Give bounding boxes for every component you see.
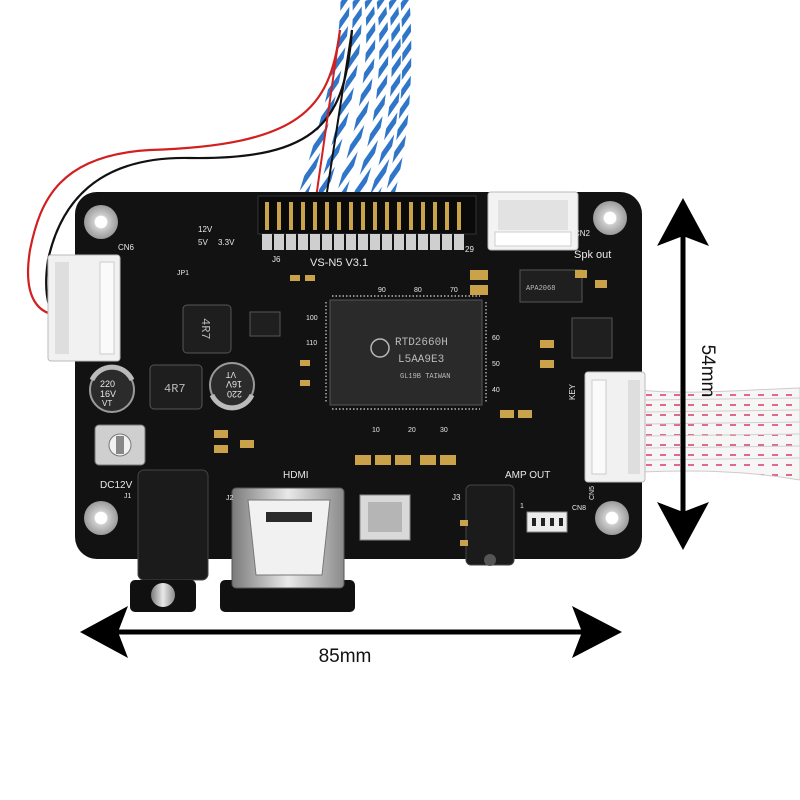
cn8-connector — [526, 511, 568, 533]
cap-right-uf: 220 — [227, 389, 242, 399]
potentiometer — [94, 424, 146, 466]
main-chip — [325, 295, 487, 410]
amp-chip-marking: APA2068 — [526, 285, 555, 293]
cap-right-v: 16V — [226, 379, 242, 389]
label-5v: 5V — [198, 238, 208, 247]
cap-right-t: VT — [226, 370, 236, 379]
mounting-holes — [84, 201, 629, 535]
tick-80: 80 — [414, 287, 422, 294]
label-cn2: CN2 — [574, 229, 591, 238]
capacitor-left — [89, 364, 135, 413]
width-dimension-arrow — [80, 606, 622, 658]
label-dc12v: DC12V — [100, 480, 133, 491]
label-j1: J1 — [124, 493, 132, 500]
tick-60: 60 — [492, 335, 500, 342]
label-cn6: CN6 — [118, 243, 135, 252]
chip-line-3: GL19B TAIWAN — [400, 373, 450, 381]
inductor-left — [149, 364, 203, 410]
cn6-connector — [47, 254, 121, 362]
tick-40: 40 — [492, 387, 500, 394]
tick-50: 50 — [492, 361, 500, 368]
hdmi-connector — [220, 487, 355, 612]
label-key: KEY — [568, 383, 577, 400]
label-amp-out: AMP OUT — [505, 470, 550, 481]
power-wires — [27, 29, 354, 324]
chip-line-1: RTD2660H — [395, 337, 448, 349]
smd-components — [214, 270, 607, 465]
tick-70: 70 — [450, 287, 458, 294]
tick-100: 100 — [306, 315, 318, 322]
label-pin1: 1 — [520, 503, 524, 510]
board-model: VS-N5 V3.1 — [310, 257, 368, 269]
silkscreen-labels: CN6 12V 5V 3.3V JP1 J6 VS-N5 V3.1 29 CN2… — [100, 225, 611, 512]
small-chip-1 — [249, 311, 281, 337]
cap-left-uf: 220 — [100, 379, 115, 389]
lvds-cable — [295, 0, 412, 218]
cap-left-t: VT — [102, 399, 112, 408]
tick-10: 10 — [372, 427, 380, 434]
small-chip-2 — [571, 317, 613, 359]
tick-90: 90 — [378, 287, 386, 294]
label-cn5: CN5 — [589, 486, 596, 500]
width-dimension-label: 85mm — [318, 646, 372, 667]
label-spk-out: Spk out — [574, 249, 611, 261]
inductor-left-marking: 4R7 — [164, 382, 186, 396]
chip-line-2: L5AA9E3 — [398, 354, 444, 366]
tick-30: 30 — [440, 427, 448, 434]
capacitor-right — [209, 362, 255, 411]
label-jp1: JP1 — [177, 270, 189, 277]
height-dimension-arrow — [657, 198, 709, 550]
ribbon-cable — [639, 387, 800, 481]
cap-right-markings: VT 16V 220 — [226, 370, 242, 399]
regulator — [359, 494, 411, 541]
tick-20: 20 — [408, 427, 416, 434]
inductor-top-marking: 4R7 — [198, 318, 212, 340]
label-j3: J3 — [452, 493, 461, 502]
label-pin29: 29 — [465, 245, 474, 254]
cap-left-v: 16V — [100, 389, 116, 399]
audio-jack — [460, 484, 515, 566]
cn2-connector — [487, 191, 579, 251]
label-j6: J6 — [272, 255, 281, 264]
cn5-connector — [584, 371, 646, 483]
height-dimension-label: 54mm — [697, 344, 718, 398]
label-j2: J2 — [226, 495, 234, 502]
amp-chip — [519, 269, 583, 303]
dc-jack — [130, 469, 209, 612]
cap-left-markings: 220 16V VT — [100, 379, 116, 408]
pin-header — [257, 195, 477, 250]
label-hdmi: HDMI — [283, 470, 309, 481]
tick-110: 110 — [306, 340, 317, 347]
inductor-top — [182, 304, 232, 354]
label-12v: 12V — [198, 225, 213, 234]
label-33v: 3.3V — [218, 238, 235, 247]
label-cn8: CN8 — [572, 505, 586, 512]
